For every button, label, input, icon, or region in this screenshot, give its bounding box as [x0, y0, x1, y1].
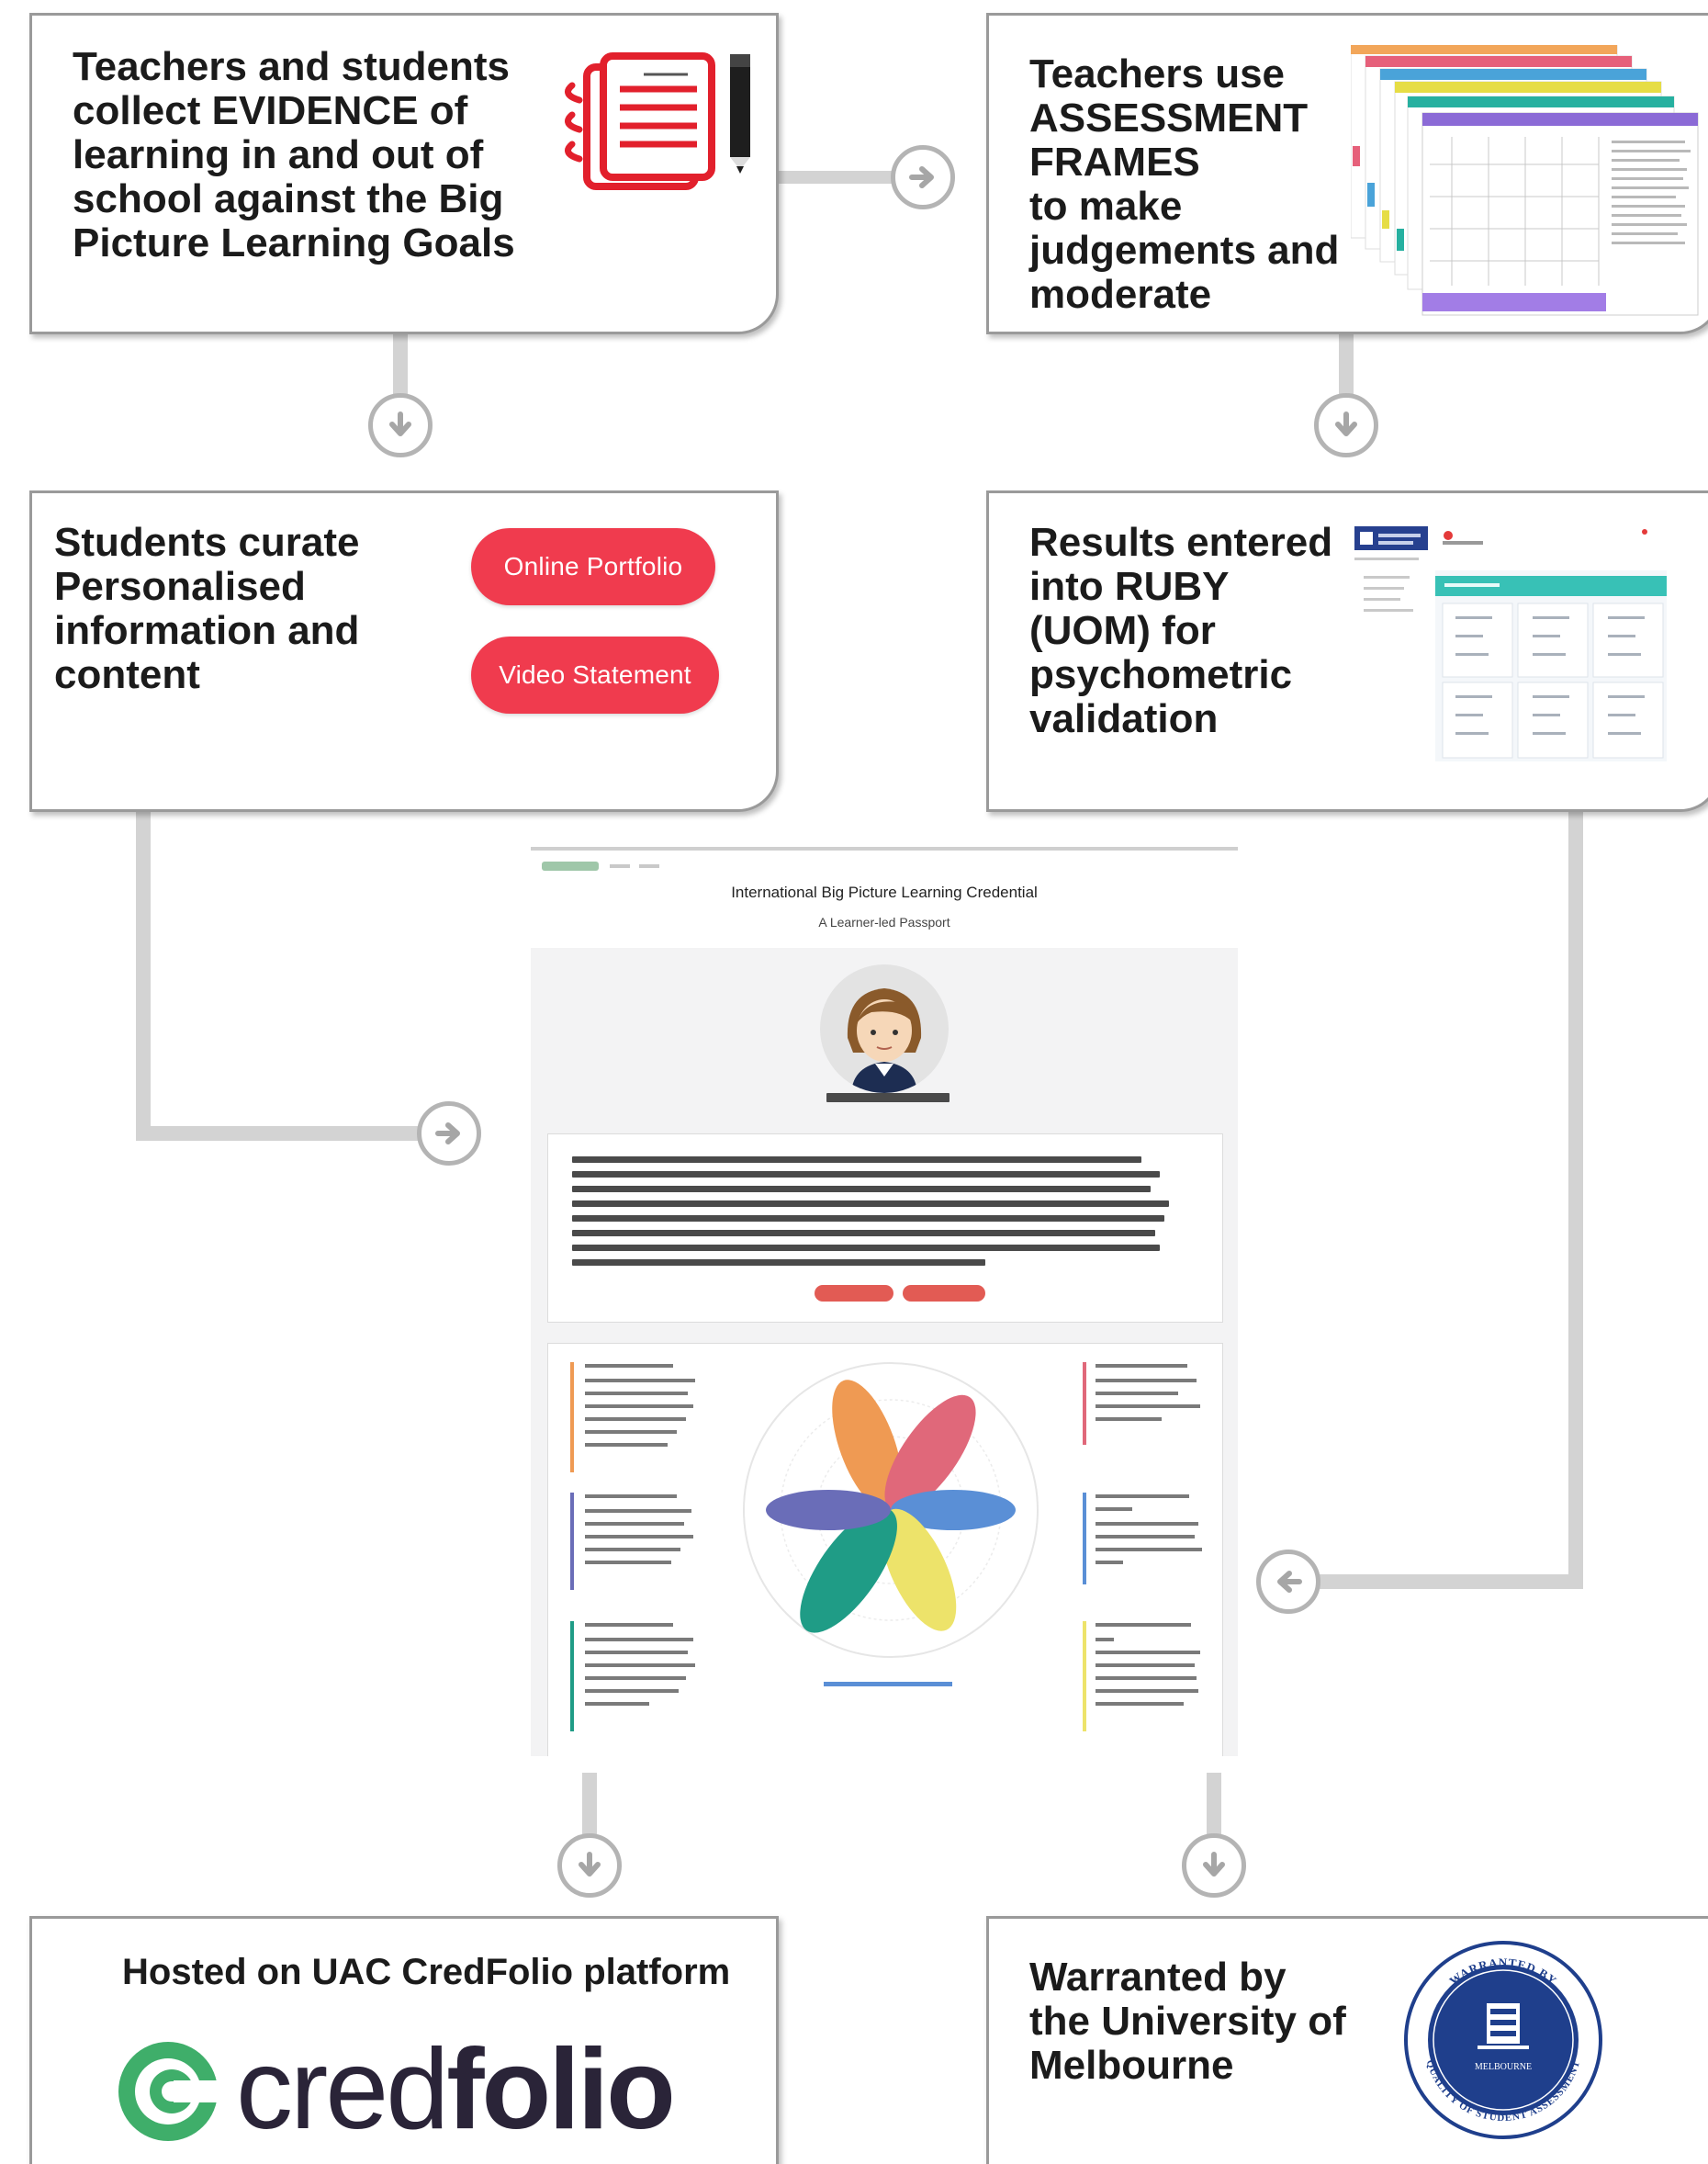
- connector-preview-to-hosted: [582, 1773, 597, 1837]
- arrow-down-icon: [368, 393, 433, 457]
- credfolio-logo: credfolio: [117, 2027, 741, 2156]
- ruby-dashboard-thumbnail: [1353, 524, 1670, 763]
- mini-online-portfolio-button[interactable]: [815, 1285, 893, 1302]
- warranted-box: Warranted by the University of Melbourne…: [986, 1916, 1708, 2164]
- assessment-frames-thumbnail: [1351, 45, 1708, 321]
- assessment-text: Teachers use ASSESSMENT FRAMES to make j…: [1029, 51, 1340, 317]
- preview-header: International Big Picture Learning Crede…: [531, 847, 1238, 948]
- seal-center-text: MELBOURNE: [1475, 2062, 1532, 2072]
- connector-results-across: [1317, 1574, 1583, 1589]
- learning-goals-card: [547, 1343, 1223, 1756]
- university-seal: MELBOURNE WARRANTED BY QUALITY OF STUDEN…: [1402, 1939, 1604, 2141]
- hosted-box: Hosted on UAC CredFolio platform credfol…: [29, 1916, 779, 2164]
- preview-title: International Big Picture Learning Crede…: [731, 884, 1038, 901]
- student-name-redacted: [826, 1093, 950, 1102]
- connector-curate-across: [136, 1126, 421, 1141]
- credential-preview: International Big Picture Learning Crede…: [531, 847, 1238, 1756]
- connector-evidence-to-assessment: [775, 171, 904, 184]
- mini-video-statement-button[interactable]: [903, 1285, 985, 1302]
- evidence-box: Teachers and students collect EVIDENCE o…: [29, 13, 779, 334]
- preview-subtitle: A Learner-led Passport: [818, 915, 950, 930]
- notebook-pencil-icon: [559, 49, 761, 196]
- arrow-down-icon: [557, 1833, 622, 1898]
- chart-link[interactable]: [824, 1682, 952, 1686]
- credfolio-logo-mark: [118, 2042, 219, 2141]
- connector-curate-down: [136, 810, 151, 1139]
- arrow-down-icon: [1314, 393, 1378, 457]
- connector-evidence-to-curate: [393, 332, 408, 397]
- arrow-right-icon: [417, 1101, 481, 1166]
- credfolio-mini-logo: [542, 862, 599, 871]
- assessment-box: Teachers use ASSESSMENT FRAMES to make j…: [986, 13, 1708, 334]
- hosted-text: Hosted on UAC CredFolio platform: [122, 1952, 731, 1992]
- curate-text: Students curate Personalised information…: [54, 520, 360, 697]
- learning-goals-flower-chart: [739, 1358, 1042, 1662]
- results-box: Results entered into RUBY (UOM) for psyc…: [986, 490, 1708, 812]
- credfolio-word-folio: folio: [446, 2026, 676, 2153]
- arrow-left-icon: [1256, 1550, 1320, 1614]
- warranted-text: Warranted by the University of Melbourne: [1029, 1955, 1346, 2088]
- online-portfolio-button[interactable]: Online Portfolio: [471, 528, 715, 605]
- statement-card: [547, 1133, 1223, 1323]
- avatar: [820, 964, 949, 1093]
- results-text: Results entered into RUBY (UOM) for psyc…: [1029, 520, 1333, 741]
- video-statement-button[interactable]: Video Statement: [471, 637, 719, 714]
- evidence-text: Teachers and students collect EVIDENCE o…: [73, 44, 515, 265]
- arrow-right-icon: [891, 145, 955, 209]
- connector-preview-to-warranted: [1207, 1773, 1221, 1837]
- curate-box: Students curate Personalised information…: [29, 490, 779, 812]
- credfolio-wordmark: credfolio: [236, 2033, 676, 2147]
- arrow-down-icon: [1182, 1833, 1246, 1898]
- connector-results-down: [1568, 810, 1583, 1587]
- connector-assessment-to-results: [1339, 332, 1354, 397]
- credfolio-word-cred: cred: [236, 2026, 449, 2153]
